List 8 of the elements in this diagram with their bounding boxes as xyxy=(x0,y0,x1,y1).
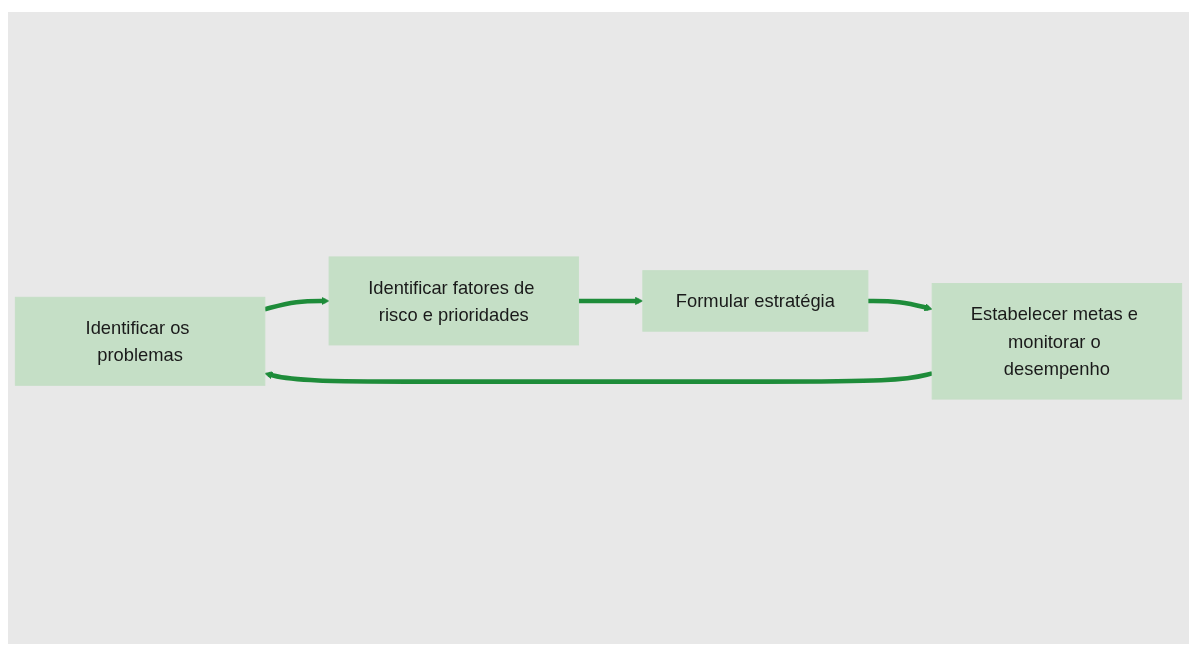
arrow xyxy=(867,298,933,312)
arrow xyxy=(264,371,933,384)
node-box: Identificar fatores de risco e prioridades xyxy=(328,256,580,346)
node-box: Identificar os problemas xyxy=(14,296,266,386)
node-box: Estabelecer metas e monitorar o desempenho xyxy=(931,283,1183,400)
node-box: Formular estratégia xyxy=(642,270,869,332)
arrow xyxy=(264,296,330,312)
arrow xyxy=(578,296,644,305)
